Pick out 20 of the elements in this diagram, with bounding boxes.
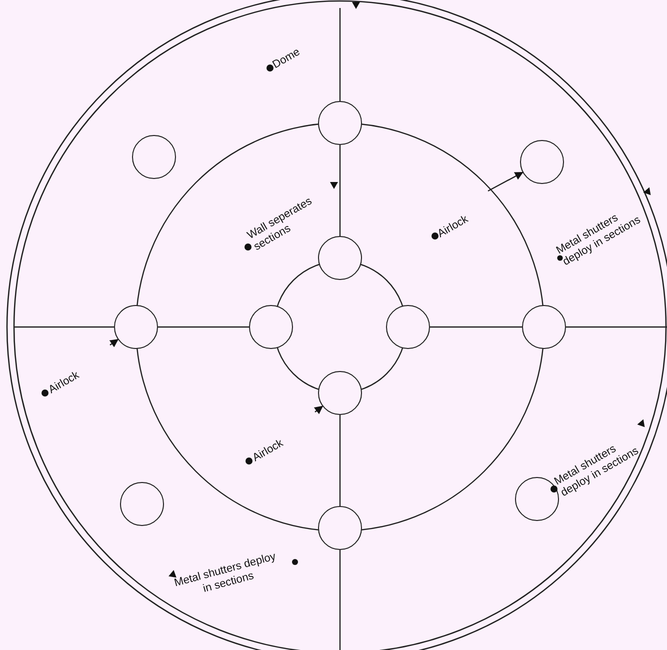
module-circle — [318, 506, 362, 550]
module-circle — [520, 140, 564, 184]
location-label: Dome — [270, 41, 312, 72]
module-circle — [318, 371, 362, 415]
module-circle — [318, 101, 362, 145]
module-circle — [114, 305, 158, 349]
wall-line — [158, 326, 249, 328]
module-circle — [120, 482, 164, 526]
wall-line — [430, 326, 522, 328]
arrow — [109, 339, 119, 348]
wall-line — [339, 415, 341, 506]
arrow — [314, 406, 324, 414]
arrow — [488, 172, 524, 192]
wall-line — [339, 145, 341, 236]
module-circle — [132, 135, 176, 179]
module-circle — [386, 305, 430, 349]
module-circle — [249, 305, 293, 349]
module-circle — [318, 236, 362, 280]
module-circle — [522, 305, 566, 349]
location-label: Metal shutters deploy in sections — [168, 549, 286, 603]
